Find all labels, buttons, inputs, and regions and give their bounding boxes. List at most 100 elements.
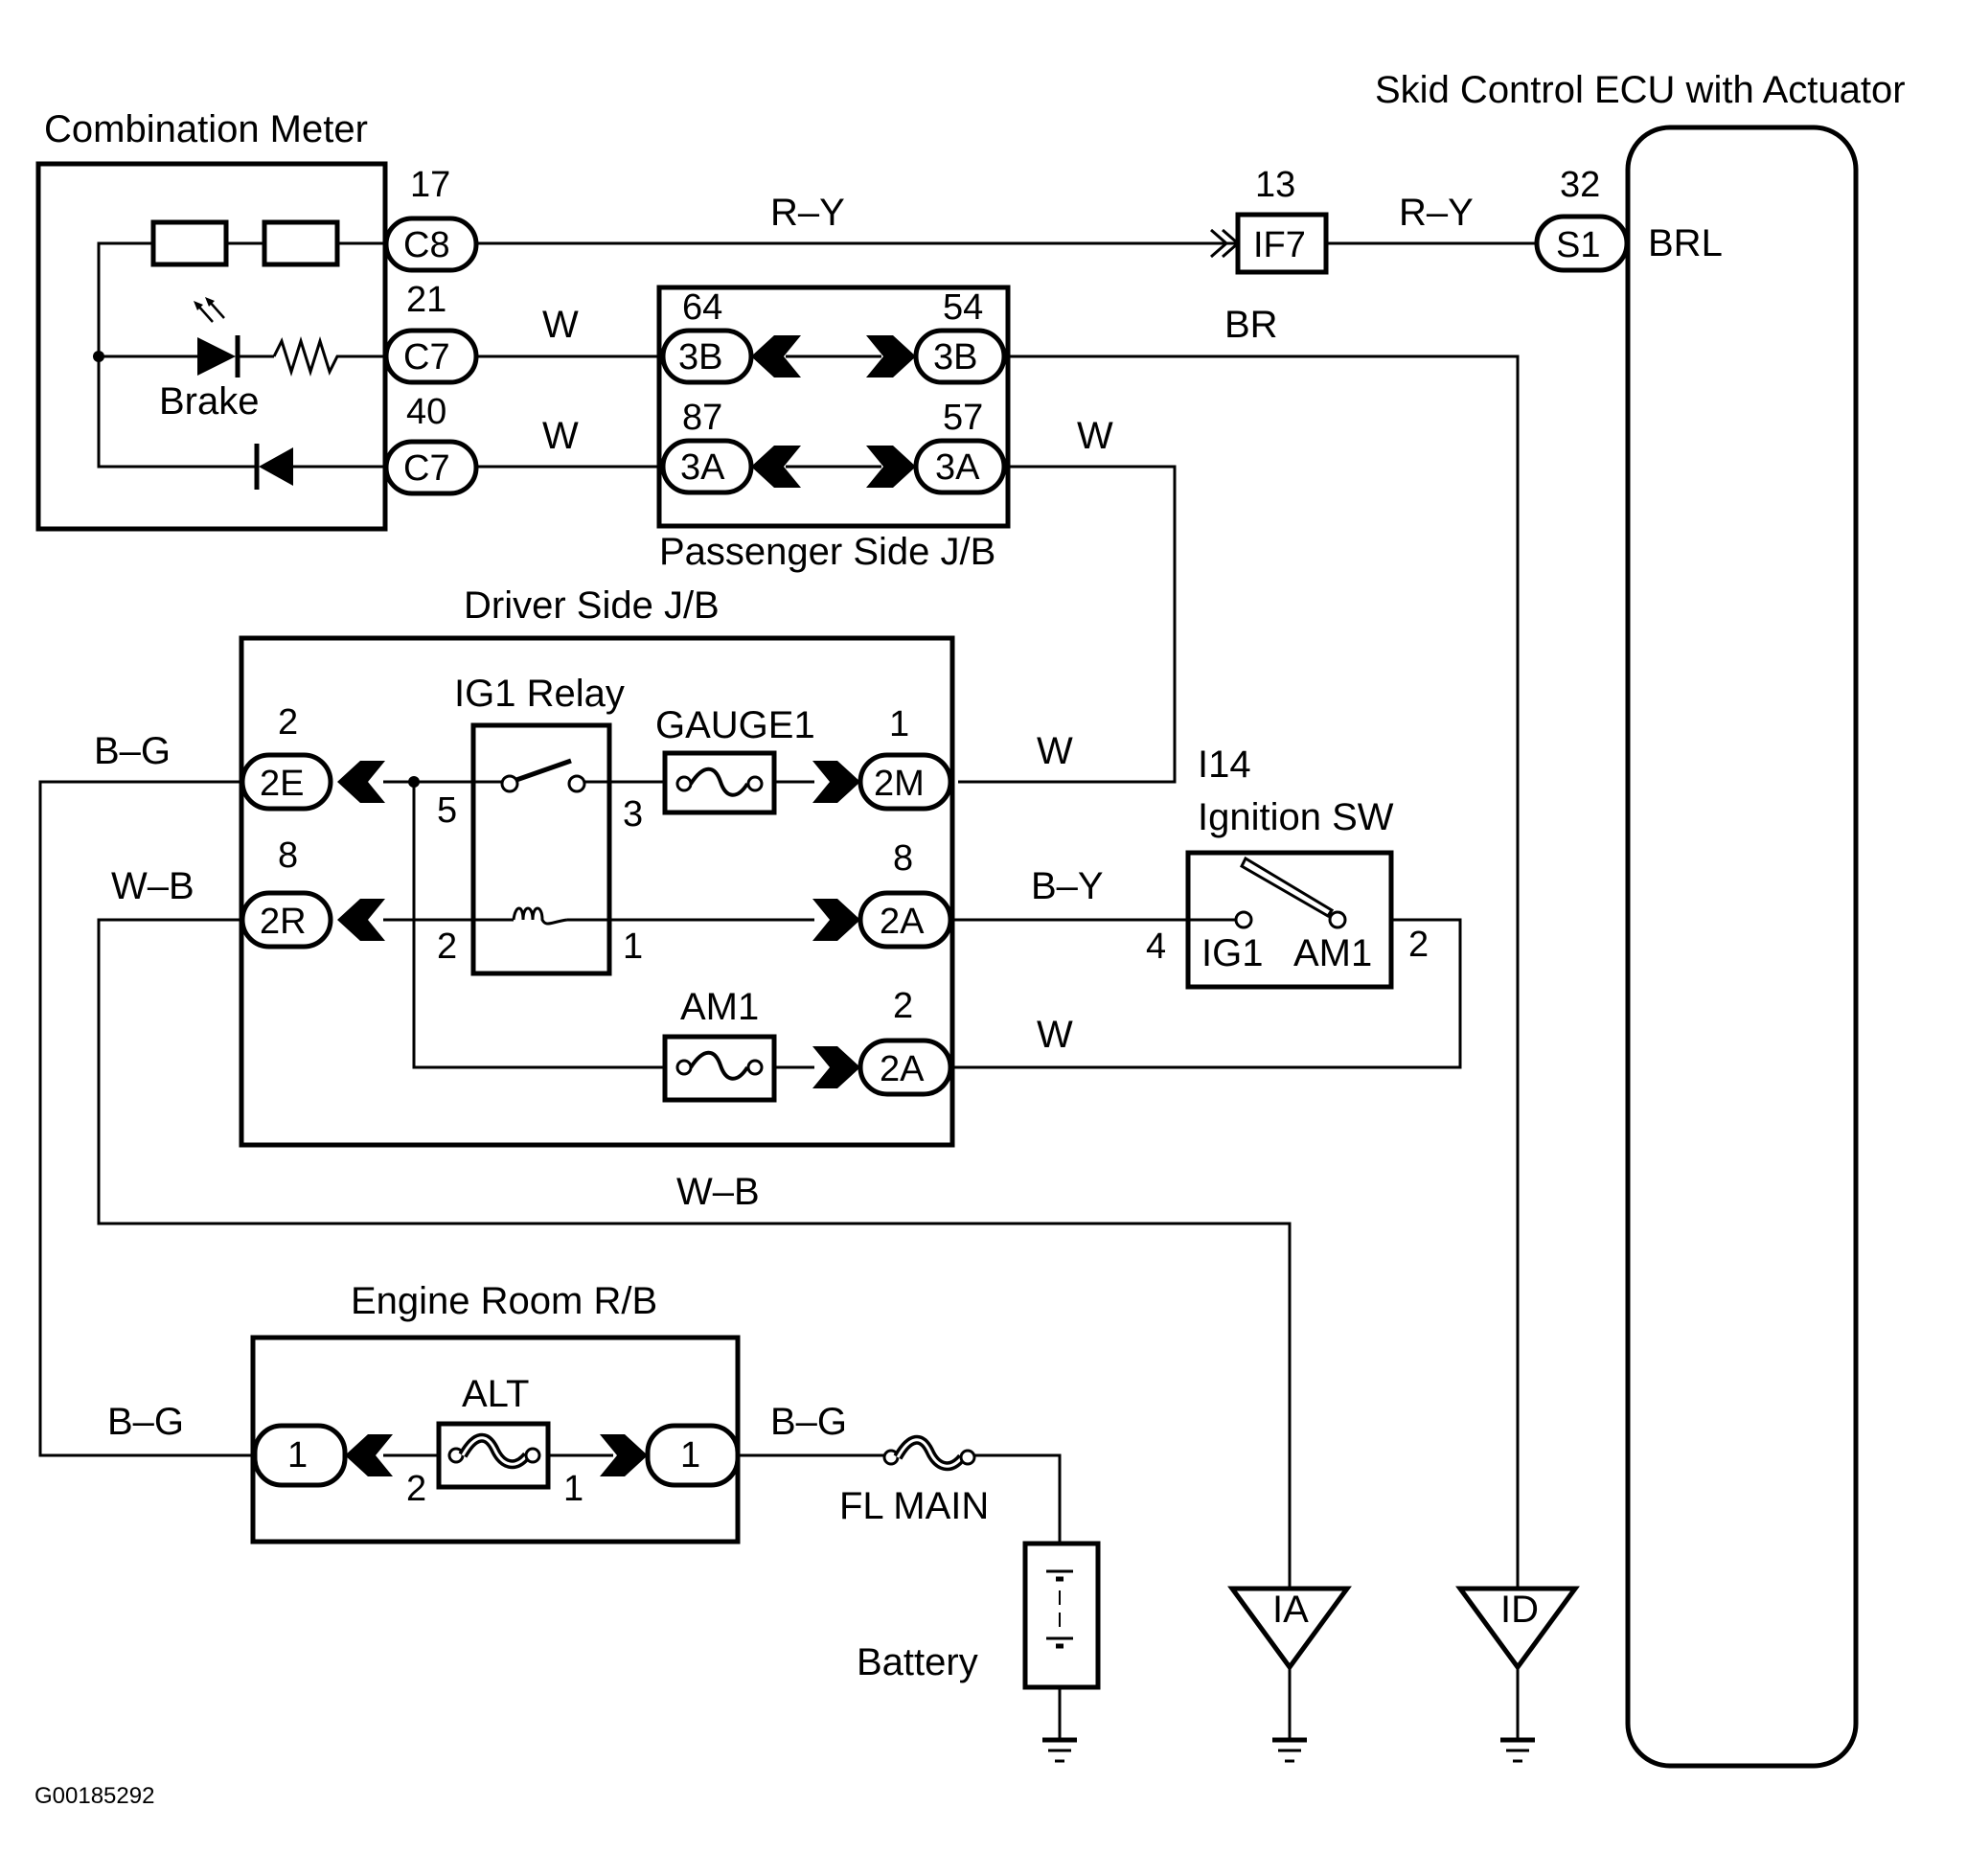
pin-number: 40 xyxy=(406,392,446,432)
chevron-left-icon xyxy=(345,1434,393,1476)
fuse-icon xyxy=(675,766,764,797)
wire-b-g-2e[interactable] xyxy=(38,780,253,1457)
connector-code: 2E xyxy=(260,764,304,804)
wire-label-w-am1: W xyxy=(1037,1014,1073,1056)
connector-s1-32[interactable]: 32 S1 xyxy=(1534,165,1630,273)
wire-label-w-b-2r: W–B xyxy=(111,865,194,907)
ignition-sw-title: Ignition SW xyxy=(1198,796,1394,838)
relay-pin-2: 2 xyxy=(437,927,457,967)
connector-code: 2A xyxy=(880,902,925,942)
chevron-right-icon xyxy=(812,761,860,803)
battery: Battery xyxy=(857,1541,1101,1763)
fuse-gauge1-box xyxy=(662,750,777,815)
wire-label-r-y-2: R–Y xyxy=(1399,192,1474,234)
pin-number: 1 xyxy=(889,704,909,744)
terminal-am1-dot xyxy=(1328,910,1347,929)
terminal-am1-label: AM1 xyxy=(1293,932,1372,974)
connector-2e-2[interactable]: 2 2E xyxy=(240,702,333,812)
chevron-left-icon xyxy=(751,335,801,377)
wires-meter-to-jb[interactable] xyxy=(476,355,661,469)
ground-point-triangle xyxy=(1227,1586,1352,1672)
chevron-left-icon xyxy=(751,446,801,488)
wire-label-w-b-bottom: W–B xyxy=(676,1171,760,1213)
fl-main-fusible-link-icon xyxy=(882,1434,976,1472)
diode-icon xyxy=(254,444,293,490)
connector-code: C7 xyxy=(403,448,450,489)
wire-label-w-21: W xyxy=(542,304,579,346)
pin-number: 21 xyxy=(406,280,446,320)
connector-code: 3B xyxy=(678,337,722,377)
ecu-title: Skid Control ECU with Actuator xyxy=(1375,69,1906,111)
connector-2m-1[interactable]: 1 2M xyxy=(858,704,953,812)
chevron-right-icon xyxy=(866,446,916,488)
passenger-side-jb: Passenger Side J/B W W xyxy=(476,285,1011,573)
wire-b-g-fl-main[interactable] xyxy=(738,1453,1062,1544)
pin-number: 57 xyxy=(943,398,983,438)
ecu-box xyxy=(1625,125,1859,1769)
pin-number: 17 xyxy=(410,165,450,205)
connector-engine-rb-right[interactable]: 1 xyxy=(645,1423,741,1488)
wire-label-b-g-left: B–G xyxy=(107,1401,184,1443)
driver-side-jb: Driver Side J/B IG1 Relay 5 3 2 1 xyxy=(239,584,955,1148)
driver-jb-internal-wires xyxy=(383,780,814,1069)
connector-box xyxy=(1235,212,1329,275)
wire-w-3a-2m[interactable] xyxy=(958,465,1177,784)
pin-number: 8 xyxy=(893,838,913,879)
fusible-link-icon xyxy=(447,1432,541,1470)
pin-number: 64 xyxy=(682,287,722,328)
pin-number: 32 xyxy=(1560,165,1600,205)
connector-3b-64[interactable]: 64 3B xyxy=(660,287,754,385)
ignition-switch[interactable]: I14 Ignition SW IG1 AM1 4 2 xyxy=(1146,744,1429,990)
gauge-element-2 xyxy=(262,219,340,267)
connector-code: 1 xyxy=(287,1435,308,1476)
chevron-right-icon xyxy=(600,1434,648,1476)
brake-lamp-label: Brake xyxy=(159,380,260,423)
connector-2a-8[interactable]: 8 2A xyxy=(858,838,953,949)
pin-number: 13 xyxy=(1255,165,1295,205)
driver-jb-title: Driver Side J/B xyxy=(464,584,720,627)
ground-point-ia[interactable]: IA xyxy=(1227,1586,1352,1763)
connector-3b-54[interactable]: 54 3B xyxy=(913,287,1007,385)
connector-engine-rb-left[interactable]: 1 xyxy=(252,1423,348,1488)
ground-point-id[interactable]: ID xyxy=(1455,1586,1580,1763)
connector-3a-87[interactable]: 87 3A xyxy=(660,398,754,495)
combination-meter: Combination Meter Brake xyxy=(35,108,388,532)
connector-code: 3A xyxy=(935,447,980,488)
jb-internal-wires xyxy=(786,355,881,469)
connector-c7-21[interactable]: 21 C7 xyxy=(383,280,479,385)
fuse-gauge1-label: GAUGE1 xyxy=(655,704,815,746)
brake-led-icon xyxy=(194,297,240,377)
wire-label-w-3a: W xyxy=(1077,415,1113,457)
fuse-alt-label: ALT xyxy=(462,1373,529,1415)
connector-oval xyxy=(1534,214,1630,273)
wire-w-am1[interactable] xyxy=(950,918,1462,1069)
connector-2a-2[interactable]: 2 2A xyxy=(858,986,953,1097)
fuse-am1-box xyxy=(662,1034,777,1103)
connector-code: 3A xyxy=(680,447,725,488)
ground-point-label: ID xyxy=(1500,1589,1539,1631)
wire-label-b-g-2e: B–G xyxy=(94,730,171,772)
fl-main-label: FL MAIN xyxy=(839,1485,989,1527)
connector-2r-8[interactable]: 8 2R xyxy=(240,835,333,949)
skid-control-ecu: Skid Control ECU with Actuator BRL xyxy=(1375,69,1906,1769)
ground-icon xyxy=(1272,1737,1307,1763)
battery-box xyxy=(1022,1541,1101,1690)
connector-c8-17[interactable]: 17 C8 xyxy=(383,165,479,273)
connector-code: 2A xyxy=(880,1049,925,1089)
pin-number: 8 xyxy=(278,835,298,876)
connector-code: IF7 xyxy=(1253,225,1306,265)
connector-if7-13[interactable]: 13 IF7 xyxy=(1235,165,1329,275)
ground-point-triangle xyxy=(1455,1586,1580,1672)
wire-w-b[interactable] xyxy=(97,918,1292,1587)
connector-3a-57[interactable]: 57 3A xyxy=(913,398,1007,495)
fuse-alt-box xyxy=(436,1421,551,1490)
wire-label-b-g-right: B–G xyxy=(770,1401,847,1443)
wire-br[interactable] xyxy=(1004,355,1520,1587)
ignition-pin-2: 2 xyxy=(1408,925,1429,965)
connector-c7-40[interactable]: 40 C7 xyxy=(383,392,479,496)
fuse-icon xyxy=(675,1050,764,1081)
ground-icon xyxy=(1500,1737,1535,1763)
meter-top-wire xyxy=(97,241,385,356)
ground-point-label: IA xyxy=(1272,1589,1309,1631)
pin-number: 2 xyxy=(893,986,913,1026)
